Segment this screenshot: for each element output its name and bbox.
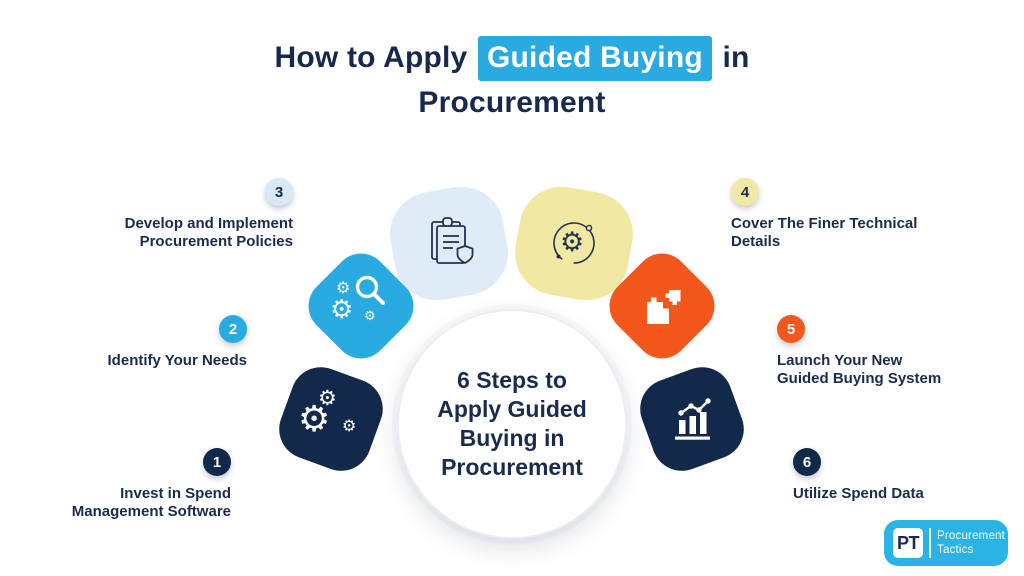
bar-chart-icon: [675, 398, 711, 440]
step-number-badge: 5: [777, 315, 805, 343]
center-circle: 6 Steps to Apply Guided Buying in Procur…: [397, 309, 627, 539]
step-number-badge: 4: [731, 178, 759, 206]
puzzle-icon: [647, 290, 681, 324]
clipboard-shield-icon: [431, 216, 474, 264]
logo-name: Procurement Tactics: [937, 529, 1005, 557]
petal-step-3: [383, 179, 515, 308]
petal-step-6: [631, 358, 753, 480]
step-marker-3: 3 Develop and Implement Procurement Poli…: [125, 178, 293, 251]
magnifier-icon: [355, 275, 385, 305]
petal-step-5: [598, 242, 726, 370]
petal-step-2: ⚙ ⚙ ⚙: [297, 242, 425, 370]
title-line-1: How to Apply Guided Buying in: [0, 36, 1024, 81]
gears-magnifier-icon: ⚙ ⚙ ⚙: [330, 275, 392, 334]
step-number-badge: 3: [265, 178, 293, 206]
step-number-badge: 2: [219, 315, 247, 343]
title-highlight: Guided Buying: [477, 36, 712, 81]
step-number-badge: 6: [793, 448, 821, 476]
petal-6-inner: [645, 372, 739, 466]
logo: PT Procurement Tactics: [884, 520, 1008, 566]
petal-5-inner: [617, 261, 707, 351]
step-marker-4: 4 Cover The Finer Technical Details: [731, 178, 917, 251]
step-label: Develop and Implement Procurement Polici…: [124, 215, 293, 250]
step-marker-1: 1 Invest in Spend Management Software: [72, 448, 231, 521]
gears-icon: ⚙ ⚙ ⚙: [298, 386, 357, 440]
page-title: How to Apply Guided Buying in Procuremen…: [0, 36, 1024, 124]
step-marker-6: 6 Utilize Spend Data: [793, 448, 924, 503]
step-label: Identify Your Needs: [107, 352, 247, 369]
petal-2-inner: ⚙ ⚙ ⚙: [316, 261, 406, 351]
logo-name-line1: Procurement: [937, 530, 1006, 542]
petal-1-inner: ⚙ ⚙ ⚙: [284, 372, 378, 466]
petal-step-4: ⚙: [508, 179, 640, 308]
gear-wrench-icon: ⚙: [546, 215, 602, 271]
logo-monogram: PT: [893, 528, 923, 558]
title-part2: in: [722, 41, 750, 74]
step-label: Invest in Spend Management Software: [71, 485, 231, 520]
logo-divider: [929, 528, 931, 558]
step-label: Utilize Spend Data: [793, 485, 924, 502]
petal-4-inner: ⚙: [517, 189, 631, 298]
step-marker-5: 5 Launch Your New Guided Buying System: [777, 315, 941, 388]
logo-name-line2: Tactics: [937, 544, 974, 556]
title-part1: How to Apply: [274, 41, 468, 74]
step-label: Cover The Finer Technical Details: [731, 215, 918, 250]
step-label: Launch Your New Guided Buying System: [777, 352, 942, 387]
petal-step-1: ⚙ ⚙ ⚙: [270, 358, 392, 480]
center-title: 6 Steps to Apply Guided Buying in Procur…: [437, 367, 587, 480]
petal-3-inner: [392, 189, 506, 298]
title-line-2: Procurement: [418, 86, 606, 119]
step-marker-2: 2 Identify Your Needs: [108, 315, 247, 370]
step-number-badge: 1: [203, 448, 231, 476]
